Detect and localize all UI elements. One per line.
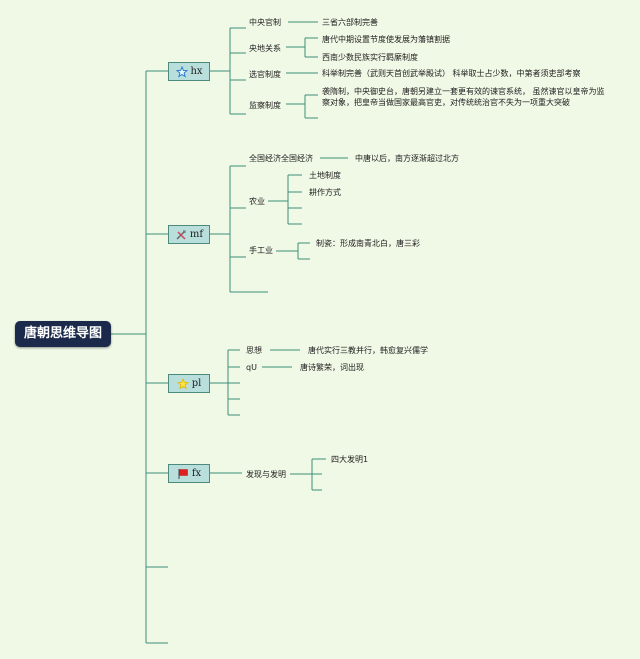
detail-text: 唐代中期设置节度使发展为藩镇割据 [322,35,450,44]
hx-item-label: 中央官制 [249,18,281,27]
branch-label-mf: mf [189,229,204,240]
branch-node-mf[interactable]: mf [168,225,210,244]
pl-item-label: qU [246,363,257,372]
branch-node-hx[interactable]: hx [168,62,210,81]
root-label: 唐朝思维导图 [23,326,102,341]
star-badge-icon [177,377,190,390]
mf-item-label: 全国经济全国经济 [249,154,313,163]
hx-item-label: 监察制度 [249,101,281,110]
flag-icon [177,467,190,480]
detail-text: 土地制度 [309,171,341,180]
detail-text: 制瓷：形成南青北白，唐三彩 [316,239,420,248]
mf-item-label: 农业 [249,197,265,206]
branch-node-fx[interactable]: fx [168,464,210,483]
branch-label-pl: pl [191,378,202,389]
detail-text: 袭隋制，中央御史台，唐朝另建立一套更有效的谏官系统， 虽然谏官以皇帝为监察对象，… [322,87,605,107]
detail-text: 唐代实行三教并行，韩愈复兴儒学 [308,346,428,355]
branch-node-pl[interactable]: pl [168,374,210,393]
pl-item-label: 思想 [246,346,262,355]
detail-text: 耕作方式 [309,188,341,197]
branch-label-hx: hx [190,66,203,77]
detail-text: 西南少数民族实行羁縻制度 [322,53,418,62]
hx-item-label: 选官制度 [249,70,281,79]
star-icon [175,65,188,78]
hx-item-label: 央地关系 [249,44,281,53]
detail-text: 科举制完善（武则天首创武举殿试） 科举取士占少数，中第者须吏部考察 [322,69,581,78]
detail-text: 三省六部制完善 [322,18,378,27]
mf-item-label: 手工业 [249,246,273,255]
detail-text: 中唐以后，南方逐渐超过北方 [355,154,459,163]
branch-label-fx: fx [191,468,202,479]
fx-item-label: 发现与发明 [246,470,286,479]
detail-text: 四大发明1 [331,455,369,464]
detail-text: 唐诗繁荣，词出现 [300,363,364,372]
root-node[interactable]: 唐朝思维导图 [15,321,111,347]
tools-icon [175,228,188,241]
